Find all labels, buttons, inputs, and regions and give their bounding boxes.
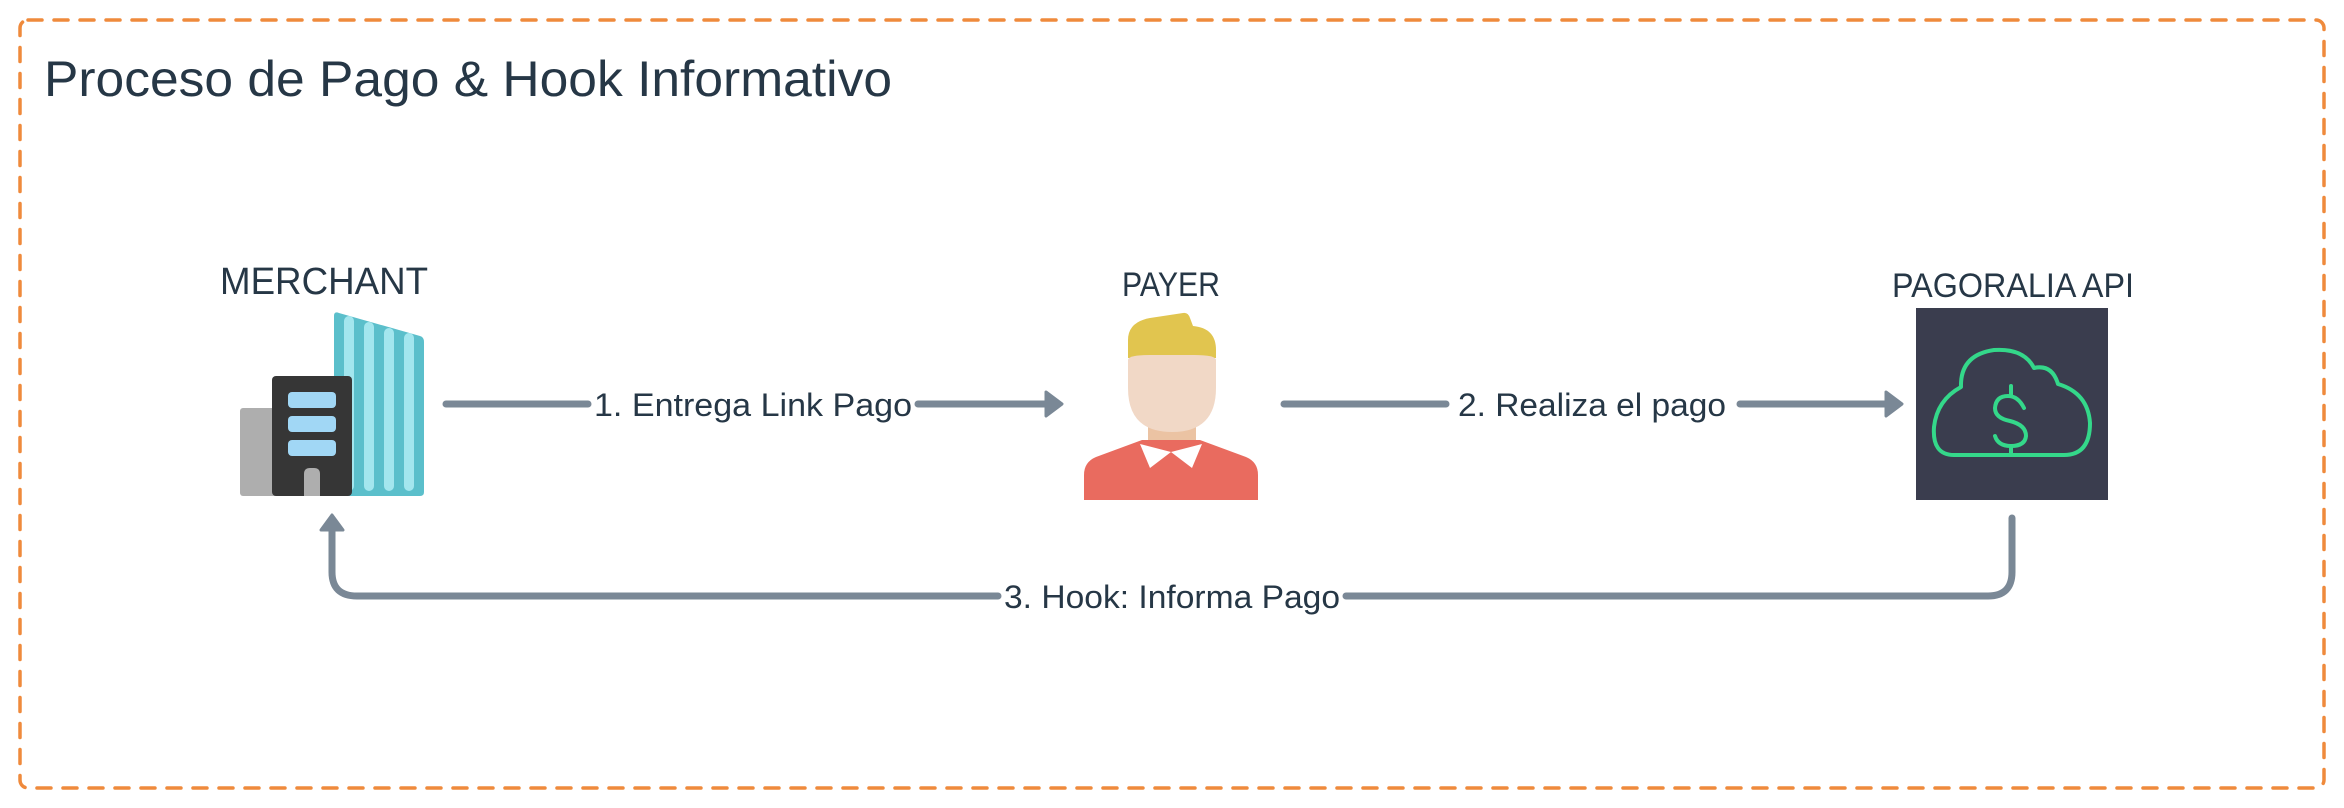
edge-1-label: 1. Entrega Link Pago (594, 387, 912, 423)
diagram-title: Proceso de Pago & Hook Informativo (44, 51, 892, 107)
payer-node[interactable]: PAYER (1084, 266, 1258, 500)
edge-merchant-to-payer[interactable] (442, 390, 1064, 418)
edge-payer-to-api[interactable] (1280, 390, 1904, 418)
arrowhead-icon (1044, 390, 1064, 418)
merchant-node[interactable]: MERCHANT (220, 261, 428, 496)
edge-api-to-merchant[interactable] (319, 513, 2016, 600)
api-label: PAGORALIA API (1892, 267, 2134, 305)
edge-2-label: 2. Realiza el pago (1458, 387, 1726, 423)
group-frame (18, 18, 2326, 790)
person-avatar-icon (1084, 312, 1258, 500)
api-node[interactable]: PAGORALIA API (1892, 267, 2134, 500)
payer-label: PAYER (1122, 266, 1220, 304)
edge-3-label: 3. Hook: Informa Pago (1004, 579, 1340, 615)
arrowhead-icon (1884, 390, 1904, 418)
api-box (1916, 308, 2108, 500)
arrowhead-icon (319, 513, 345, 532)
cloud-dollar-icon (1931, 347, 2092, 457)
merchant-label: MERCHANT (220, 261, 428, 303)
office-building-icon (240, 312, 424, 496)
